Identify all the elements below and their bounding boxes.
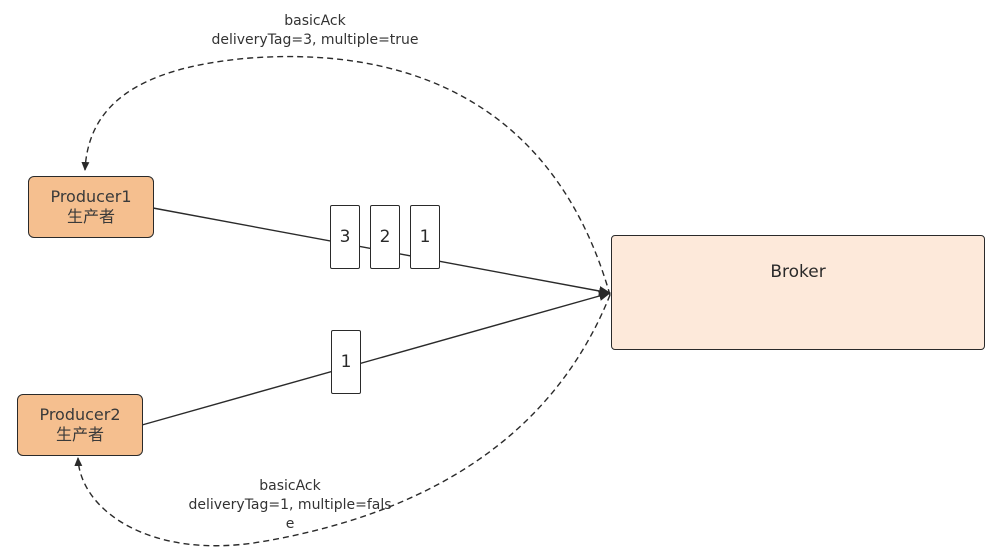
send-line-producer2 [141, 291, 611, 426]
producer2-name: Producer2 [39, 405, 121, 424]
message-tag: 1 [340, 352, 352, 372]
ack-top-method: basicAck [284, 13, 346, 29]
ack-label-top: basicAck deliveryTag=3, multiple=true [170, 12, 460, 50]
ack-curve-top [81, 55, 611, 296]
message-box: 1 [331, 330, 361, 394]
ack-bottom-params-line2: e [285, 516, 295, 532]
producer2-node: Producer2 生产者 [17, 394, 143, 456]
broker-node: Broker [611, 235, 985, 350]
producer1-node: Producer1 生产者 [28, 176, 154, 238]
producer1-name: Producer1 [50, 187, 132, 206]
message-box: 3 [330, 205, 360, 269]
message-tag: 1 [419, 227, 431, 247]
ack-bottom-params-line1: deliveryTag=1, multiple=fals [188, 497, 392, 513]
producer1-subtitle: 生产者 [66, 207, 115, 226]
ack-bottom-method: basicAck [259, 478, 321, 494]
message-box: 1 [410, 205, 440, 269]
producer2-subtitle: 生产者 [55, 425, 104, 444]
ack-top-params: deliveryTag=3, multiple=true [211, 32, 419, 48]
broker-name: Broker [770, 262, 826, 282]
message-tag: 3 [339, 227, 351, 247]
message-box: 2 [370, 205, 400, 269]
ack-label-bottom: basicAck deliveryTag=1, multiple=fals e [150, 477, 430, 534]
message-tag: 2 [379, 227, 391, 247]
